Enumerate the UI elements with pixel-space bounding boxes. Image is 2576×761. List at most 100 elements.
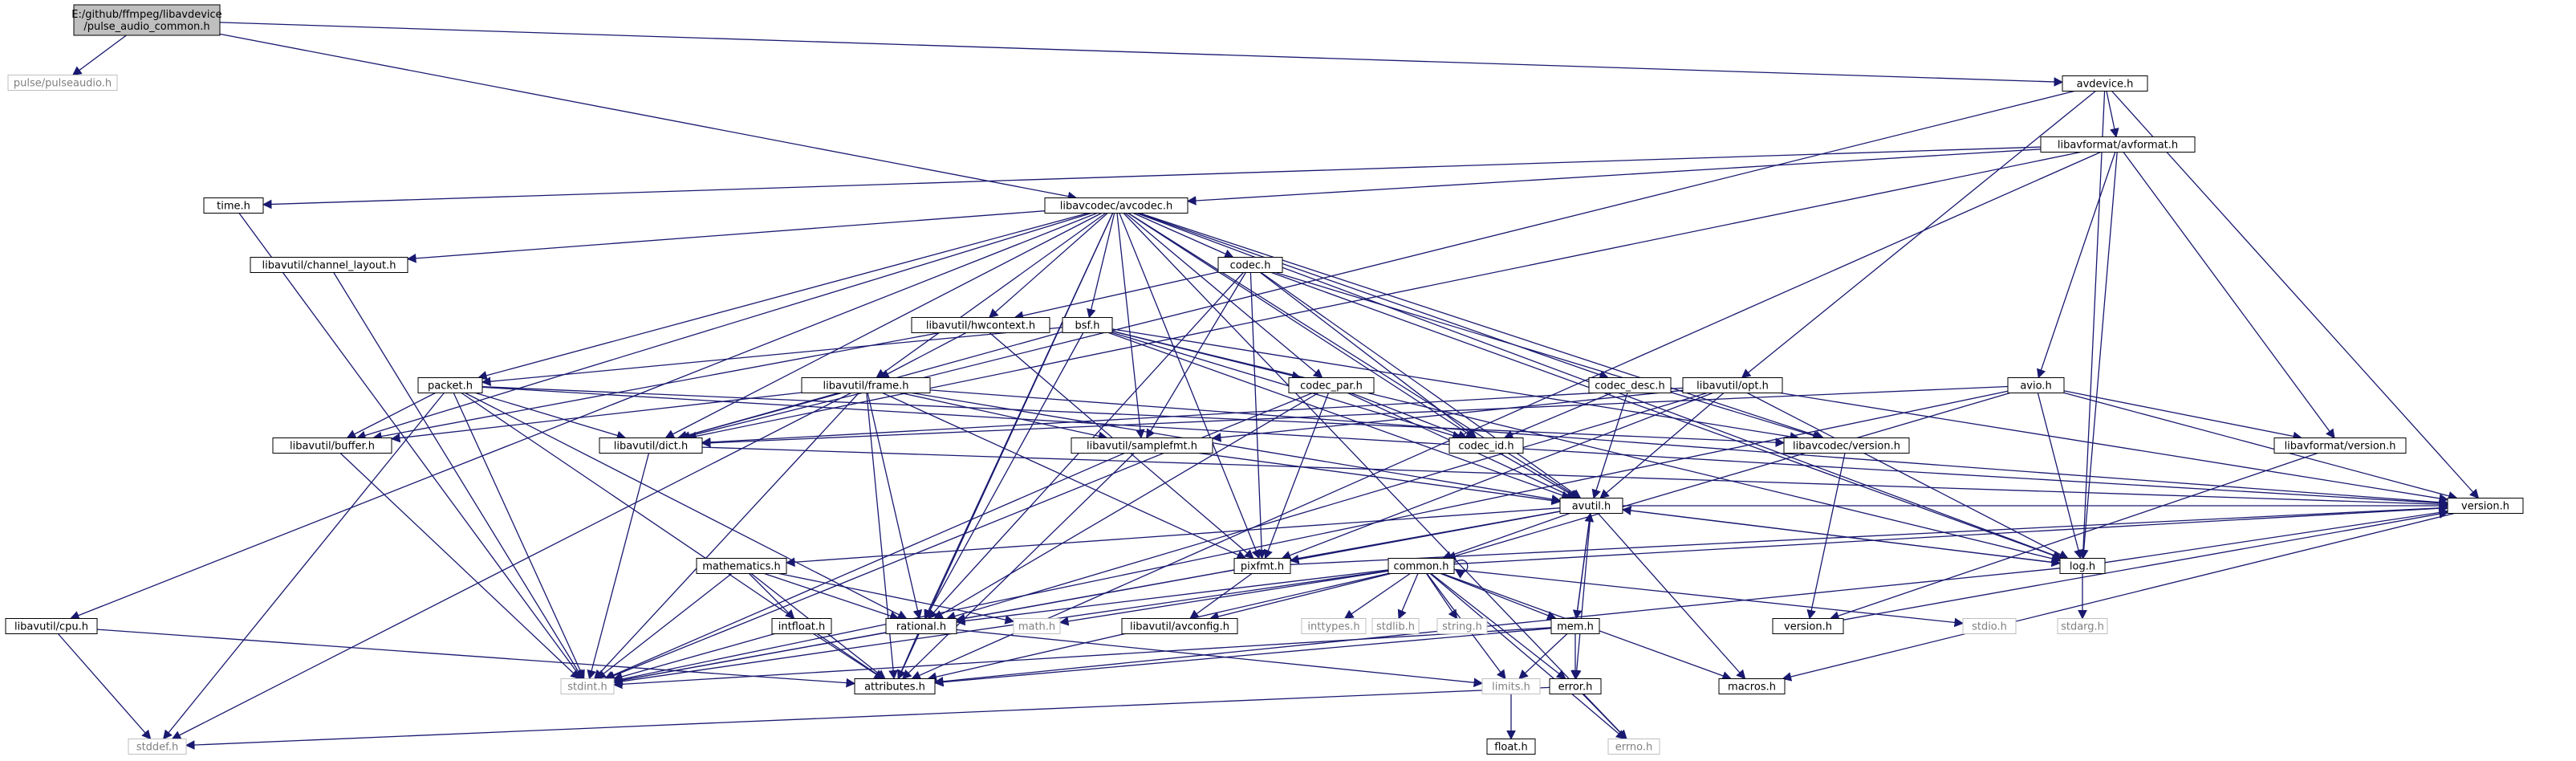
node-codecpar[interactable]: codec_par.h (1288, 377, 1375, 393)
node-avio[interactable]: avio.h (2007, 377, 2065, 393)
edge (185, 686, 1550, 750)
node-rational[interactable]: rational.h (885, 618, 957, 634)
node-box (203, 197, 264, 214)
node-avcversion[interactable]: libavcodec/version.h (1783, 437, 1910, 454)
node-common[interactable]: common.h (1388, 558, 1455, 574)
edge (603, 452, 1125, 680)
node-codec[interactable]: codec.h (1217, 257, 1283, 273)
node-hwcontext[interactable]: libavutil/hwcontext.h (911, 317, 1050, 333)
edge-frame-to-stddef (171, 392, 851, 740)
edge (1503, 392, 1612, 439)
node-avformat[interactable]: libavformat/avformat.h (2040, 136, 2196, 153)
node-label: version.h (1784, 621, 1832, 633)
edge-common-to-inttypes (1343, 572, 1411, 620)
edge-codec-to-hwcontext (1014, 271, 1219, 320)
node-label: stdint.h (567, 682, 607, 694)
edge (2037, 152, 2116, 379)
node-stdarg: stdarg.h (2057, 618, 2108, 634)
node-codecid[interactable]: codec_id.h (1448, 437, 1524, 454)
node-frame[interactable]: libavutil/frame.h (801, 377, 931, 393)
node-box (771, 618, 832, 634)
edge-codec-to-log (1271, 271, 2062, 560)
node-cpu[interactable]: libavutil/cpu.h (5, 618, 98, 634)
edge-mathematics-to-rational (764, 572, 900, 621)
edge (701, 446, 2449, 510)
edge-bsf-to-avcversion (1111, 328, 1800, 442)
node-time[interactable]: time.h (203, 197, 264, 214)
node-intfloat[interactable]: intfloat.h (771, 618, 832, 634)
node-versionh[interactable]: version.h (2447, 498, 2524, 514)
node-box (1962, 618, 2017, 634)
edge-codecpar-to-rational (933, 392, 1319, 620)
edge (2123, 152, 2335, 439)
node-avutil[interactable]: avutil.h (1559, 498, 1623, 514)
node-label: avdevice.h (2077, 79, 2134, 91)
edge (262, 146, 2042, 210)
node-macros[interactable]: macros.h (1718, 678, 1786, 694)
edge (1571, 513, 1591, 680)
edge (1397, 573, 1419, 620)
node-box (1448, 437, 1524, 454)
node-version[interactable]: version.h (1772, 618, 1844, 634)
edge (1209, 572, 1392, 621)
edge (1139, 212, 1825, 440)
node-buffer[interactable]: libavutil/buffer.h (272, 437, 392, 454)
edge (475, 392, 627, 441)
node-box (2057, 618, 2108, 634)
node-float[interactable]: float.h (1486, 739, 1536, 755)
node-avcodec[interactable]: libavcodec/avcodec.h (1044, 197, 1188, 214)
node-mem[interactable]: mem.h (1550, 618, 1600, 634)
edge-rational-to-attributes (897, 633, 919, 680)
edge (897, 213, 1114, 680)
node-math: math.h (1013, 618, 1061, 634)
edge (453, 393, 585, 680)
node-box (801, 377, 931, 393)
node-label: rational.h (896, 621, 946, 633)
node-label: codec_id.h (1458, 441, 1514, 453)
edge (1429, 573, 1626, 740)
node-attributes[interactable]: attributes.h (854, 678, 936, 694)
node-avdevice[interactable]: avdevice.h (2062, 75, 2148, 92)
node-root[interactable]: E:/github/ffmpeg/libavdevice/pulse_audio… (71, 4, 222, 36)
node-box (250, 257, 408, 273)
node-box (1071, 437, 1213, 454)
node-dict[interactable]: libavutil/dict.h (599, 437, 703, 454)
edge (749, 573, 795, 620)
edge-avcodec-to-frame (876, 212, 1107, 379)
node-bsf[interactable]: bsf.h (1062, 317, 1113, 333)
node-chlayout[interactable]: libavutil/channel_layout.h (250, 257, 408, 273)
node-error[interactable]: error.h (1549, 678, 1602, 694)
edge-codecdesc-to-avutil (1591, 393, 1628, 499)
edge-versionh-to-macros (1782, 512, 2455, 682)
node-packet[interactable]: packet.h (417, 377, 483, 393)
edge-avformat-to-time (262, 146, 2042, 210)
edge (2037, 393, 2083, 560)
node-mathematics[interactable]: mathematics.h (696, 558, 787, 574)
node-box (73, 4, 221, 36)
edge-avcodec-to-attributes (897, 213, 1114, 680)
edge-avdevice-to-log (2078, 91, 2106, 560)
edge-packet-to-rational (465, 392, 908, 620)
edge-avcodec-to-errno (1123, 213, 1627, 740)
node-log[interactable]: log.h (2059, 558, 2106, 574)
edge-avformat-to-avcodec (1186, 149, 2042, 206)
edge (1133, 212, 1234, 258)
edge (612, 390, 2009, 684)
edge-cpu-to-stddef (57, 633, 152, 740)
edge-mem-to-stdint (612, 627, 1552, 690)
node-label: limits.h (1492, 682, 1530, 694)
node-opt[interactable]: libavutil/opt.h (1682, 377, 1783, 393)
edge (1741, 90, 2096, 379)
node-pixfmt[interactable]: pixfmt.h (1233, 558, 1291, 574)
edge-avutil-to-macros (1597, 513, 1746, 680)
edge-common-to-errno (1429, 573, 1626, 740)
node-codecdesc[interactable]: codec_desc.h (1588, 377, 1672, 393)
edge-common-to-stdlib (1397, 573, 1419, 620)
edge-samplefmt-to-attributes (901, 453, 1135, 680)
edge-frame-to-versionh (929, 389, 2449, 507)
edge (813, 633, 884, 680)
node-avfversion[interactable]: libavformat/version.h (2273, 437, 2407, 454)
node-avconfig[interactable]: libavutil/avconfig.h (1121, 618, 1238, 634)
node-label: stdarg.h (2061, 621, 2104, 633)
node-samplefmt[interactable]: libavutil/samplefmt.h (1071, 437, 1213, 454)
